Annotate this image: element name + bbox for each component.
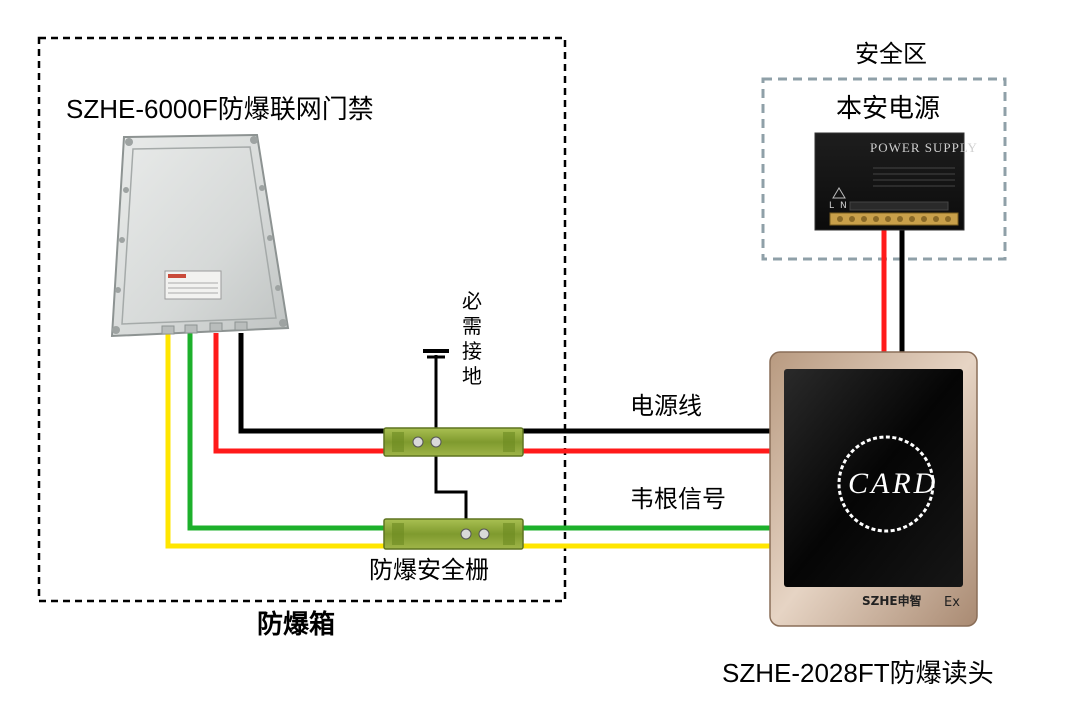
power-supply-name: POWER SUPPLY xyxy=(870,140,978,155)
reader-ex-mark: Ex xyxy=(944,595,960,610)
barrier-power xyxy=(383,427,524,457)
grounding-char-2: 需 xyxy=(462,314,482,338)
wire-green-signal xyxy=(187,333,384,531)
power-supply-terminal-n: N xyxy=(840,201,847,211)
grounding-label: 必 需 接 地 xyxy=(462,289,482,389)
wiegand-signal-label: 韦根信号 xyxy=(630,485,726,513)
explosion-box-outline xyxy=(37,36,567,603)
controller-title: SZHE-6000F防爆联网门禁 xyxy=(66,94,374,124)
power-supply-terminal-l: L xyxy=(829,201,835,211)
wire-red-power xyxy=(213,333,384,454)
grounding-char-4: 地 xyxy=(462,364,482,388)
power-supply-unit xyxy=(814,132,965,231)
grounding-char-3: 接 xyxy=(462,339,482,363)
reader-brand: SZHE申智 xyxy=(862,594,922,608)
grounding-char-1: 必 xyxy=(462,289,482,313)
barrier-signal xyxy=(383,518,524,550)
safe-zone-label: 安全区 xyxy=(855,40,927,68)
reader-card-text: CARD xyxy=(848,467,939,500)
wire-black-power xyxy=(238,333,384,434)
barrier-label: 防爆安全栅 xyxy=(369,556,489,584)
explosion-box-label: 防爆箱 xyxy=(257,610,336,640)
card-reader-device xyxy=(769,351,978,627)
power-supply-title: 本安电源 xyxy=(836,94,941,124)
ground-bridge xyxy=(434,450,468,528)
controller-enclosure xyxy=(110,133,290,338)
power-line-label: 电源线 xyxy=(630,392,702,420)
wire-yellow-signal xyxy=(165,333,384,549)
reader-title: SZHE-2028FT防爆读头 xyxy=(722,658,994,688)
